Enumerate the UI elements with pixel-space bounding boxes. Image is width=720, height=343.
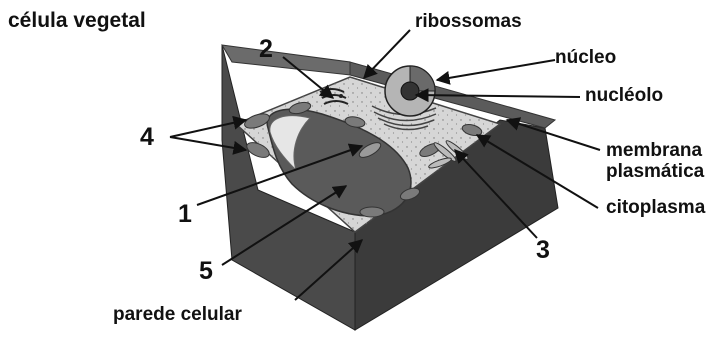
label-nucleo: núcleo	[555, 48, 616, 67]
label-membrana-plasmatica: membrana plasmática	[606, 140, 704, 183]
nucleus	[385, 66, 435, 116]
label-ribossomas: ribossomas	[415, 12, 522, 31]
number-2: 2	[259, 37, 273, 62]
diagram-title: célula vegetal	[8, 10, 146, 31]
number-1: 1	[178, 202, 192, 227]
number-4: 4	[140, 125, 154, 150]
label-membrana-line2: plasmática	[606, 161, 704, 182]
label-membrana-line1: membrana	[606, 140, 704, 161]
leader-nucleo	[437, 60, 555, 80]
number-3: 3	[536, 238, 550, 263]
label-parede-celular: parede celular	[113, 305, 242, 324]
number-5: 5	[199, 259, 213, 284]
label-nucleolo: nucléolo	[585, 86, 663, 105]
label-citoplasma: citoplasma	[606, 198, 705, 217]
